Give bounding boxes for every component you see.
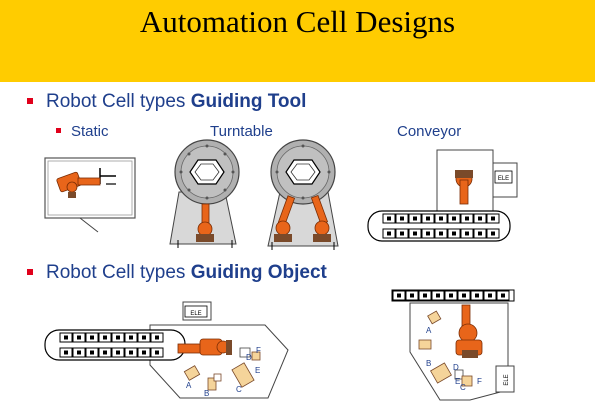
station-label: F <box>477 377 482 386</box>
robot-icon <box>177 338 232 356</box>
robot-icon <box>56 171 101 198</box>
robot-icon <box>455 170 473 205</box>
station-label: A <box>426 326 432 335</box>
ele-cabinet-label: ELE <box>190 311 201 317</box>
static-cell-diagram <box>44 157 136 233</box>
cell-type-static: Static <box>71 123 109 140</box>
bullet-icon <box>27 269 33 275</box>
robot-icon <box>196 203 214 242</box>
slide-title: Automation Cell Designs <box>139 4 456 39</box>
robot-icon <box>274 194 331 242</box>
station-label: B <box>204 389 209 398</box>
station-label: A <box>186 381 192 390</box>
guiding-object-cell-right: ELE A B C D E F <box>391 289 515 401</box>
title-banner <box>0 0 595 82</box>
station-label: B <box>426 359 431 368</box>
section-heading-prefix: Robot Cell types <box>46 91 191 112</box>
turntable-cell-diagram <box>169 139 240 248</box>
section-heading-prefix: Robot Cell types <box>46 262 191 283</box>
ele-cabinet-label: ELE <box>504 374 510 385</box>
cell-type-turntable: Turntable <box>210 123 273 140</box>
station-label: E <box>255 366 260 375</box>
conveyor-cell-diagram: ELE <box>367 149 518 242</box>
section-heading-bold: Guiding Tool <box>190 91 307 112</box>
bullet-icon <box>27 98 33 104</box>
guiding-object-cell-left: ELE A B C D E F <box>44 301 289 399</box>
robot-icon <box>455 304 483 358</box>
ele-cabinet-label: ELE <box>498 176 509 182</box>
station-label: C <box>236 385 242 394</box>
station-label: D <box>453 363 459 372</box>
turntable-cell-diagram <box>267 139 339 250</box>
station-label: F <box>256 346 261 355</box>
sub-bullet-icon <box>56 128 61 133</box>
section-guiding-tool-heading: Robot Cell types Guiding Tool <box>46 91 306 113</box>
station-label: E <box>455 377 460 386</box>
section-guiding-object-heading: Robot Cell types Guiding Object <box>46 262 327 284</box>
station-label: C <box>460 383 466 392</box>
section-heading-bold: Guiding Object <box>190 262 327 283</box>
cell-type-conveyor: Conveyor <box>397 123 462 140</box>
station-label: D <box>246 353 252 362</box>
